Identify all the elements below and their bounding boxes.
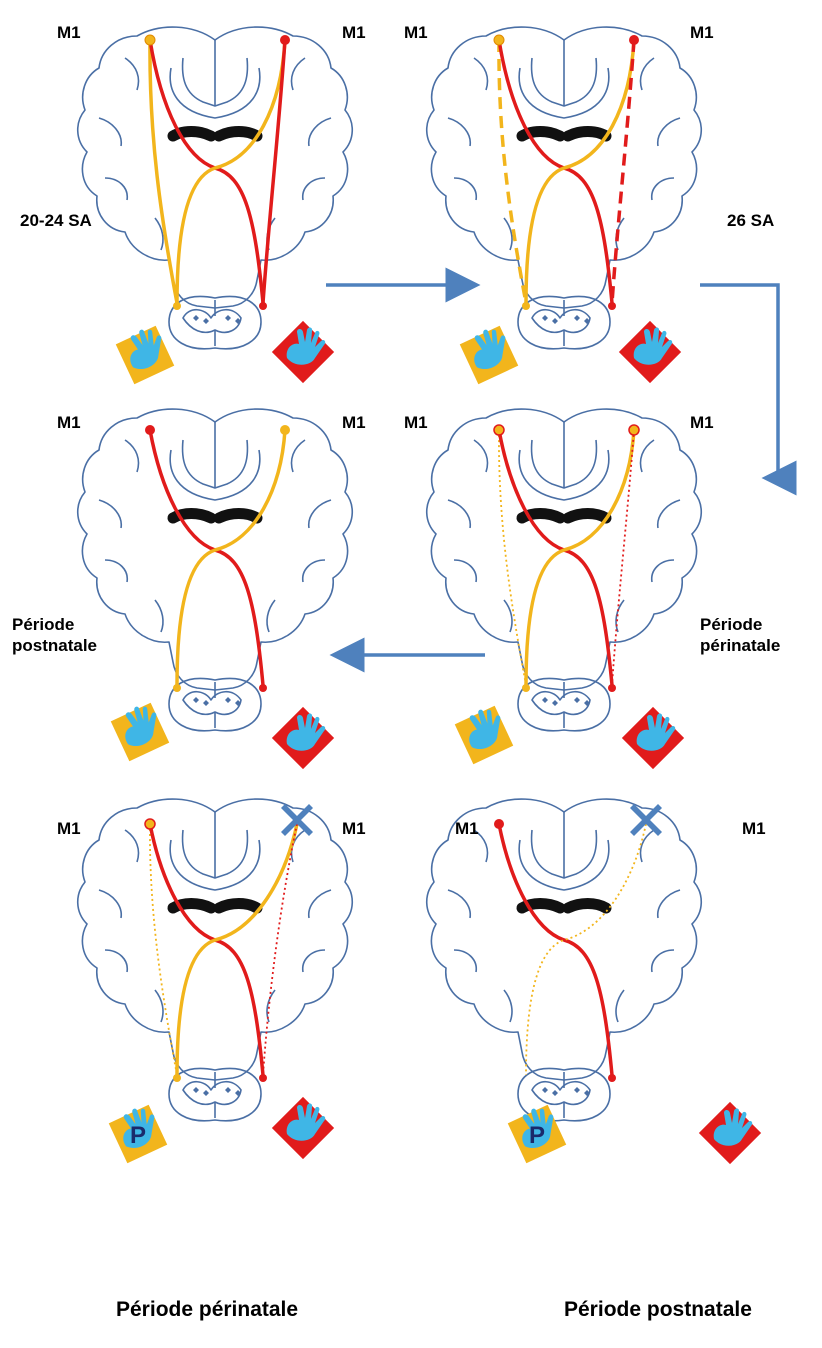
m1-label: M1 [57, 818, 81, 839]
m1-label: M1 [455, 818, 479, 839]
m1-label: M1 [342, 412, 366, 433]
m1-label: M1 [404, 22, 428, 43]
hand-icon [617, 694, 694, 771]
paretic-letter: P [529, 1122, 545, 1149]
m1-label: M1 [342, 818, 366, 839]
brain-panel-lesion-perinatal [78, 799, 353, 1121]
hand-icon [267, 1084, 344, 1161]
caption-postnatal: Période postnatale [564, 1298, 752, 1322]
hand-icon [694, 1089, 771, 1166]
m1-label: M1 [690, 22, 714, 43]
hand-icon [454, 703, 514, 764]
brain-panel-26sa [427, 27, 702, 349]
m1-label: M1 [57, 22, 81, 43]
brain-panel-20-24sa [78, 27, 353, 349]
stage-label-perinatal: Période périnatale [700, 614, 780, 656]
hand-icon [459, 323, 519, 384]
paretic-letter: P [130, 1122, 146, 1149]
m1-label: M1 [342, 22, 366, 43]
hand-icon [110, 700, 170, 761]
stage-label-26sa: 26 SA [727, 210, 774, 231]
m1-label: M1 [690, 412, 714, 433]
hand-icon [267, 308, 344, 385]
brain-panel-postnatal [78, 409, 353, 731]
brain-panel-lesion-postnatal [427, 799, 702, 1121]
hand-icon [614, 308, 691, 385]
hand-icon [115, 323, 175, 384]
caption-perinatal: Période périnatale [116, 1298, 298, 1322]
stage-label-20-24sa: 20-24 SA [20, 210, 92, 231]
hand-icon [267, 694, 344, 771]
m1-label: M1 [404, 412, 428, 433]
brain-panel-perinatal [427, 409, 702, 731]
m1-label: M1 [742, 818, 766, 839]
m1-label: M1 [57, 412, 81, 433]
stage-label-postnatal: Période postnatale [12, 614, 97, 656]
arrow-icon [700, 285, 778, 478]
